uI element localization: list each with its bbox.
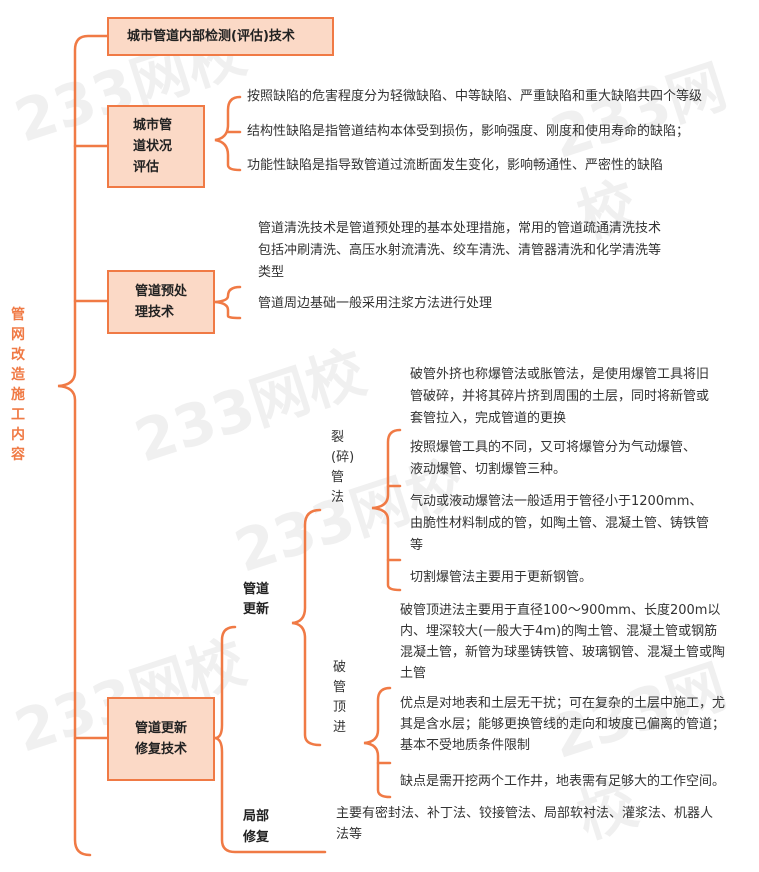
node-pretreatment[interactable]: 管道预处理技术 bbox=[107, 270, 215, 334]
node-local-repair[interactable]: 局部修复 bbox=[243, 809, 270, 845]
pretreatment-item: 管道清洗技术是管道预处理的基本处理措施，常用的管道疏通清洗技术包括冲刷清洗、高压… bbox=[258, 221, 662, 280]
burst-item: 按照爆管工具的不同，又可将爆管分为气动爆管、液动爆管、切割爆管三种。 bbox=[410, 440, 697, 477]
root-topic: 管网改造施工内容 bbox=[11, 307, 25, 463]
assessment-item: 功能性缺陷是指导致管道过流断面发生变化，影响畅通性、严密性的缺陷 bbox=[247, 158, 664, 173]
local-repair-text: 主要有密封法、补丁法、铰接管法、局部软衬法、灌浆法、机器人法等 bbox=[336, 806, 714, 842]
node-inspection[interactable]: 城市管道内部检测(评估)技术 bbox=[107, 17, 334, 56]
node-pipe-jacking[interactable]: 破管顶进 bbox=[333, 660, 347, 735]
pretreatment-item: 管道周边基础一般采用注浆方法进行处理 bbox=[258, 296, 493, 311]
burst-item: 破管外挤也称爆管法或胀管法，是使用爆管工具将旧管破碎，并将其碎片挤到周围的土层，… bbox=[410, 367, 710, 426]
jacking-item: 破管顶进法主要用于直径100～900mm、长度200m以内、埋深较大(一般大于4… bbox=[400, 603, 726, 681]
node-repair[interactable]: 管道更新修复技术 bbox=[107, 697, 215, 781]
jacking-item: 优点是对地表和土层无干扰；可在复杂的土层中施工，尤其是含水层；能够更换管线的走向… bbox=[400, 696, 726, 753]
burst-item: 气动或液动爆管法一般适用于管径小于1200mm、由脆性材料制成的管，如陶土管、混… bbox=[410, 494, 710, 553]
assessment-item: 按照缺陷的危害程度分为轻微缺陷、中等缺陷、严重缺陷和重大缺陷共四个等级 bbox=[247, 89, 703, 104]
jacking-item: 缺点是需开挖两个工作井，地表需有足够大的工作空间。 bbox=[400, 774, 726, 789]
node-burst-method[interactable]: 裂(碎)管法 bbox=[331, 430, 355, 505]
assessment-item: 结构性缺陷是指管道结构本体受到损伤，影响强度、刚度和使用寿命的缺陷； bbox=[247, 124, 690, 139]
node-assessment[interactable]: 城市管道状况评估 bbox=[107, 105, 205, 188]
burst-item: 切割爆管法主要用于更新钢管。 bbox=[410, 570, 593, 585]
node-renewal[interactable]: 管道更新 bbox=[243, 582, 270, 617]
